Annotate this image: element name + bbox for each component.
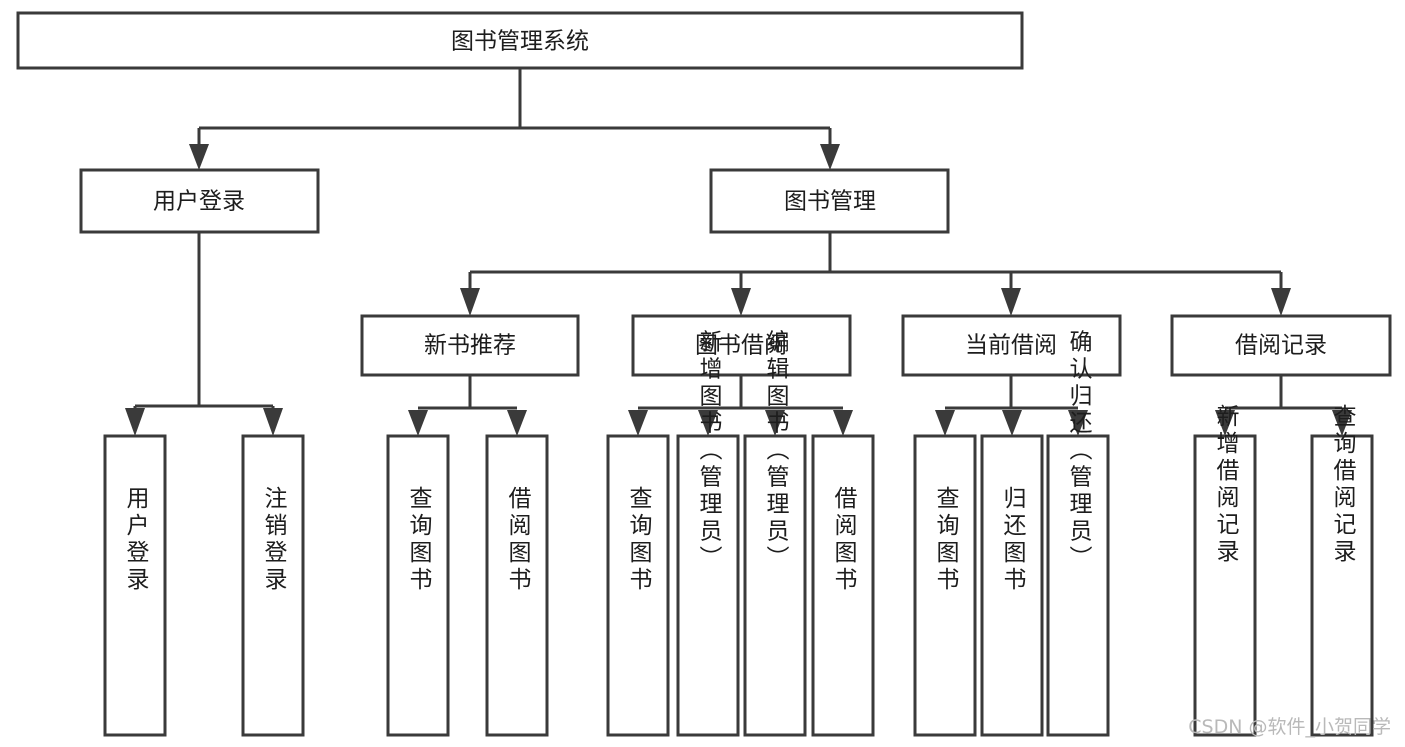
node-label-leaf-user-login: 用户登录: [122, 486, 150, 594]
node-label-leaf-rec-query: 查询借阅记录: [1329, 404, 1357, 566]
node-box-leaf-rec-add[interactable]: [1193, 434, 1257, 737]
node-box-book-manage[interactable]: [709, 168, 950, 234]
node-box-leaf-user-logout[interactable]: [241, 434, 305, 737]
node-label-leaf-user-logout: 注销登录: [260, 486, 288, 594]
node-box-new-book[interactable]: [360, 314, 580, 377]
arrow-head-icon: [1271, 288, 1291, 316]
arrow-head-icon: [125, 408, 145, 436]
node-box-leaf-nb-query[interactable]: [386, 434, 450, 737]
node-leaf-cb-query[interactable]: 查询图书: [913, 434, 977, 737]
node-leaf-cb-return[interactable]: 归还图书: [980, 434, 1044, 737]
arrow-head-icon: [1002, 410, 1022, 436]
node-box-leaf-cb-confirm[interactable]: [1046, 434, 1110, 737]
node-label-current-borrow: 当前借阅: [965, 333, 1057, 359]
arrow-head-icon: [460, 288, 480, 316]
arrow-head-icon: [408, 410, 428, 436]
node-label-book-manage: 图书管理: [784, 189, 876, 215]
node-leaf-user-login[interactable]: 用户登录: [103, 434, 167, 737]
arrow-head-icon: [935, 410, 955, 436]
node-box-leaf-rec-query[interactable]: [1310, 434, 1374, 737]
connector-group-borrow: [628, 375, 853, 436]
node-box-leaf-bb-borrow[interactable]: [811, 434, 875, 737]
node-book-manage[interactable]: 图书管理: [709, 168, 950, 234]
node-box-root[interactable]: [16, 11, 1024, 70]
connector-group-record: [1215, 375, 1352, 436]
node-label-leaf-bb-query: 查询图书: [625, 486, 653, 594]
node-leaf-bb-borrow[interactable]: 借阅图书: [811, 434, 875, 737]
arrow-head-icon: [765, 410, 785, 436]
node-box-leaf-bb-edit[interactable]: [743, 434, 807, 737]
node-leaf-rec-query[interactable]: 查询借阅记录: [1310, 404, 1374, 737]
node-box-current-borrow[interactable]: [901, 314, 1122, 377]
arrow-head-icon: [1001, 288, 1021, 316]
node-new-book[interactable]: 新书推荐: [360, 314, 580, 377]
node-label-leaf-cb-query: 查询图书: [932, 486, 960, 594]
node-label-leaf-bb-edit: 编辑图书（管理员）: [762, 330, 790, 573]
connector-group-book-manage: [460, 232, 1291, 316]
arrow-head-icon: [731, 288, 751, 316]
node-leaf-bb-edit[interactable]: 编辑图书（管理员）: [743, 330, 807, 737]
node-leaf-cb-confirm[interactable]: 确认归还（管理员）: [1046, 330, 1110, 737]
node-user-login[interactable]: 用户登录: [79, 168, 320, 234]
node-label-leaf-cb-confirm: 确认归还（管理员）: [1065, 330, 1093, 573]
node-leaf-nb-query[interactable]: 查询图书: [386, 434, 450, 737]
arrow-head-icon: [698, 410, 718, 436]
node-label-leaf-nb-borrow: 借阅图书: [504, 486, 532, 594]
arrow-head-icon: [1332, 410, 1352, 436]
node-box-user-login[interactable]: [79, 168, 320, 234]
connector-group-user-login: [125, 232, 283, 436]
node-leaf-user-logout[interactable]: 注销登录: [241, 434, 305, 737]
connector-group-new-book: [408, 375, 527, 436]
node-label-leaf-bb-add: 新增图书（管理员）: [695, 330, 723, 573]
node-box-leaf-nb-borrow[interactable]: [485, 434, 549, 737]
node-label-leaf-cb-return: 归还图书: [999, 486, 1027, 594]
arrow-head-icon: [1215, 410, 1235, 436]
node-current-borrow[interactable]: 当前借阅: [901, 314, 1122, 377]
node-label-leaf-nb-query: 查询图书: [405, 486, 433, 594]
node-box-leaf-cb-return[interactable]: [980, 434, 1044, 737]
node-box-borrow-record[interactable]: [1170, 314, 1392, 377]
node-box-book-borrow[interactable]: [631, 314, 852, 377]
connector-group-root: [189, 68, 840, 170]
node-box-leaf-bb-add[interactable]: [676, 434, 740, 737]
node-book-borrow[interactable]: 图书借阅: [631, 314, 852, 377]
node-leaf-bb-add[interactable]: 新增图书（管理员）: [676, 330, 740, 737]
arrow-head-icon: [189, 144, 209, 170]
node-leaf-bb-query[interactable]: 查询图书: [606, 434, 670, 737]
node-box-leaf-bb-query[interactable]: [606, 434, 670, 737]
node-label-leaf-rec-add: 新增借阅记录: [1212, 404, 1240, 566]
connector-group-current-borrow: [935, 375, 1088, 436]
node-label-borrow-record: 借阅记录: [1235, 333, 1327, 359]
arrow-head-icon: [628, 410, 648, 436]
node-label-user-login: 用户登录: [153, 189, 245, 215]
node-leaf-rec-add[interactable]: 新增借阅记录: [1193, 404, 1257, 737]
node-label-new-book: 新书推荐: [424, 333, 516, 359]
arrow-head-icon: [820, 144, 840, 170]
node-box-leaf-cb-query[interactable]: [913, 434, 977, 737]
node-label-book-borrow: 图书借阅: [695, 333, 787, 359]
node-label-root: 图书管理系统: [451, 29, 589, 55]
arrow-head-icon: [507, 410, 527, 436]
arrow-head-icon: [263, 408, 283, 436]
arrow-head-icon: [1068, 410, 1088, 436]
node-root[interactable]: 图书管理系统: [16, 11, 1024, 70]
node-borrow-record[interactable]: 借阅记录: [1170, 314, 1392, 377]
node-box-leaf-user-login[interactable]: [103, 434, 167, 737]
node-leaf-nb-borrow[interactable]: 借阅图书: [485, 434, 549, 737]
arrow-head-icon: [833, 410, 853, 436]
node-label-leaf-bb-borrow: 借阅图书: [830, 486, 858, 594]
